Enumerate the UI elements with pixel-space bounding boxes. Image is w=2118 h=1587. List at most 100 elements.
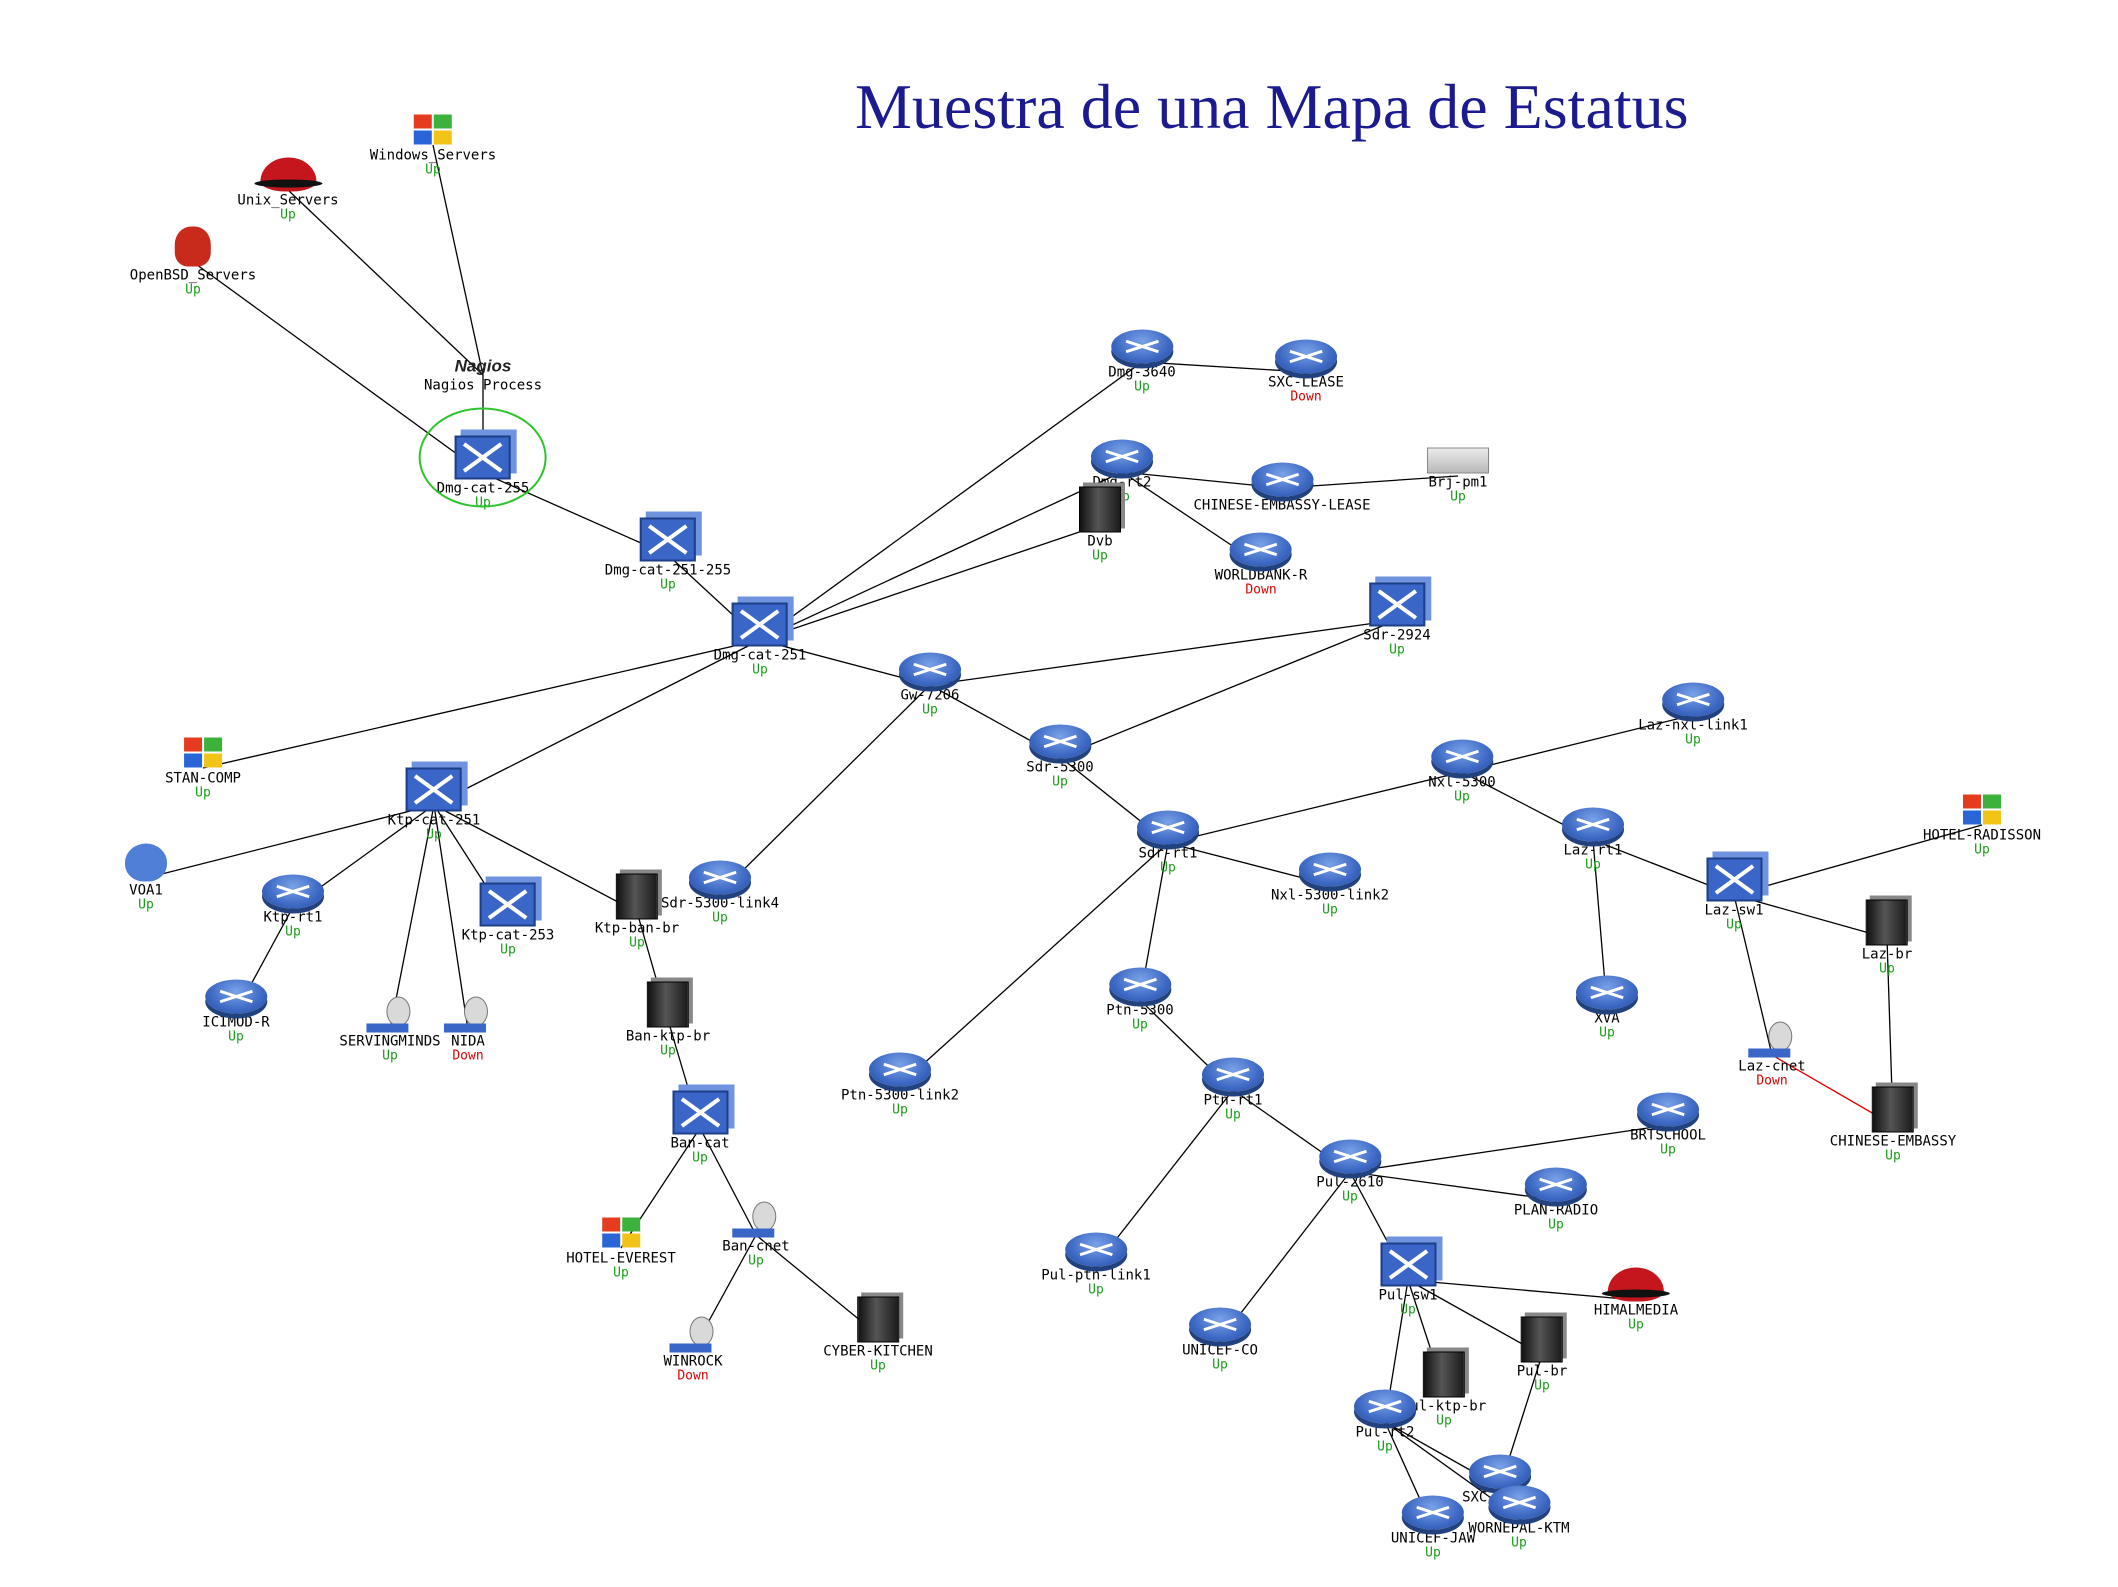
status-text: Up: [1092, 548, 1108, 564]
host-label: ICIMOD-R: [202, 1014, 270, 1031]
status-text: Up: [1660, 1142, 1676, 1158]
host-label: WINROCK: [663, 1353, 723, 1370]
status-text: Up: [1225, 1107, 1241, 1123]
status-text: Up: [1450, 489, 1466, 505]
server-icon: [646, 981, 689, 1028]
host-label: Sdr-2924: [1363, 627, 1431, 644]
host-label: SERVINGMINDS: [339, 1033, 441, 1050]
status-text: Up: [1511, 1535, 1527, 1551]
host-label: Laz-br: [1861, 946, 1913, 963]
status-text: Up: [1322, 902, 1338, 918]
status-text: Up: [1425, 1545, 1441, 1561]
host-label: Ktp-ban-br: [594, 920, 680, 937]
switch-icon: [640, 517, 696, 562]
status-text: Up: [1212, 1357, 1228, 1373]
link-line: [1349, 1124, 1669, 1173]
status-text: Up: [692, 1150, 708, 1166]
status-text: Down: [677, 1368, 709, 1384]
link-line: [759, 361, 1143, 641]
host-label: XVA: [1594, 1010, 1620, 1027]
box-icon: [1427, 447, 1489, 474]
host-label: VOA1: [129, 882, 163, 899]
status-text: Up: [1454, 789, 1470, 805]
host-label: HIMALMEDIA: [1593, 1302, 1679, 1319]
host-label: Pul-ktp-br: [1401, 1398, 1487, 1415]
status-text: Up: [185, 282, 201, 298]
host-label: Ktp-cat-251: [387, 812, 481, 829]
host-label: STAN-COMP: [165, 770, 241, 787]
link-line: [929, 619, 1398, 686]
status-text: Up: [892, 1102, 908, 1118]
dish-icon: [366, 996, 414, 1033]
link-line: [1281, 475, 1459, 489]
host-node-chinese-embassy-lease[interactable]: CHINESE-EMBASSY-LEASE: [1193, 462, 1371, 514]
link-line: [1141, 361, 1307, 373]
link-line: [433, 639, 761, 806]
status-text: Up: [1132, 1017, 1148, 1033]
link-line: [719, 684, 931, 894]
link-line: [1733, 894, 1888, 939]
status-text: Up: [1685, 732, 1701, 748]
link-line: [759, 524, 1101, 641]
status-text: Up: [285, 924, 301, 940]
